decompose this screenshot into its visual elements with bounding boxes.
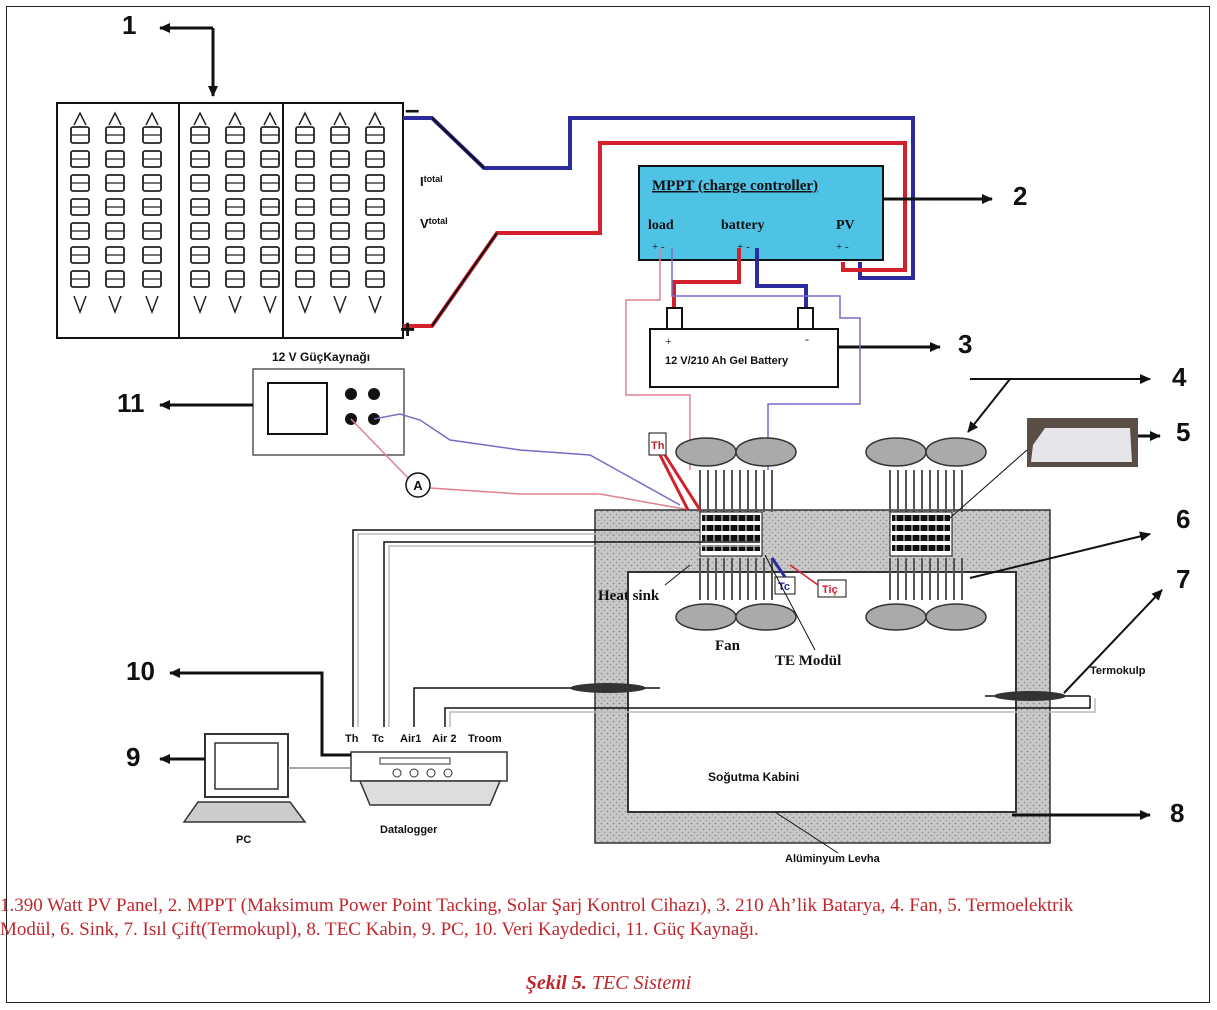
legend-line-2: Modül, 6. Sink, 7. Isıl Çift(Termokupl),… (0, 919, 759, 940)
te-assembly-left (675, 437, 797, 631)
datalogger-channel-label: Air1 (400, 733, 421, 745)
sensor-th-label: Th (651, 440, 665, 452)
sogutma-kabini-label: Soğutma Kabini (708, 770, 799, 784)
callout-1: 1 (122, 10, 136, 40)
te-modul-label: TE Modül (775, 653, 841, 669)
mppt-pv-label: PV (836, 218, 855, 233)
callout-11: 11 (117, 388, 145, 418)
gel-battery: + - 12 V/210 Ah Gel Battery (649, 307, 839, 388)
mppt-battery-label: battery (721, 218, 765, 233)
battery-label: 12 V/210 Ah Gel Battery (665, 355, 789, 367)
callout-5: 5 (1176, 417, 1190, 447)
datalogger-channel-label: Troom (468, 733, 502, 745)
te-assembly-right (865, 437, 987, 631)
mppt-title: MPPT (charge controller) (652, 178, 818, 194)
pv-cell-strings (70, 111, 385, 315)
mppt-load-label: load (648, 218, 674, 233)
callout-4: 4 (1172, 362, 1187, 392)
thermocouple-probe-right (985, 691, 1090, 701)
ammeter-label: A (413, 478, 423, 493)
i-total-label: Itotal (420, 174, 443, 189)
svg-text:-: - (805, 332, 809, 346)
panel-minus-sign: – (405, 94, 419, 124)
datalogger-label: Datalogger (380, 824, 438, 836)
sensor-tc-label: Tc (778, 581, 790, 593)
pc-label: PC (236, 834, 251, 846)
callout-6: 6 (1176, 504, 1190, 534)
mppt-controller: MPPT (charge controller) load battery PV… (638, 165, 884, 261)
datalogger-channel-label: Th (345, 733, 359, 745)
callout-3: 3 (958, 329, 972, 359)
power-supply-title: 12 V GüçKaynağı (272, 350, 370, 364)
figure-title: Şekil 5. TEC Sistemi (0, 972, 1217, 995)
legend-line-1: 1.390 Watt PV Panel, 2. MPPT (Maksimum P… (0, 895, 1074, 916)
svg-text:+ -: + - (836, 241, 849, 253)
ammeter (405, 472, 431, 498)
svg-text:+: + (665, 334, 672, 348)
heat-sink-label: Heat sink (598, 588, 660, 604)
te-module-photo (1027, 418, 1138, 467)
callout-10: 10 (126, 656, 155, 686)
figure-title-text: TEC Sistemi (586, 972, 692, 994)
datalogger-channel-label: Air 2 (432, 733, 456, 745)
datalogger: Th Tc Air1 Air 2 Troom Datalogger (345, 733, 508, 836)
termokulp-label: Termokulp (1090, 665, 1146, 677)
cooling-cabin (594, 509, 1051, 844)
sensor-tic-label: Tiç (822, 584, 838, 596)
fan-label: Fan (715, 638, 741, 654)
callout-8: 8 (1170, 798, 1184, 828)
figure-frame (6, 6, 1210, 1003)
pv-panel (56, 102, 404, 339)
figure-legend: 1.390 Watt PV Panel, 2. MPPT (Maksimum P… (0, 894, 1217, 942)
panel-plus-sign: + (400, 314, 415, 344)
datalogger-channel-label: Tc (372, 733, 384, 745)
thermocouple-probe-left (555, 683, 660, 693)
callout-2: 2 (1013, 181, 1027, 211)
v-total-label: Vtotal (420, 216, 448, 231)
figure-label: Şekil 5. (525, 972, 587, 994)
callout-9: 9 (126, 742, 140, 772)
callout-7: 7 (1176, 564, 1190, 594)
power-supply: 12 V GüçKaynağı (252, 350, 405, 456)
svg-text:+ -: + - (652, 241, 665, 253)
pc: PC (182, 733, 307, 846)
aluminyum-levha-label: Alüminyum Levha (785, 853, 881, 865)
